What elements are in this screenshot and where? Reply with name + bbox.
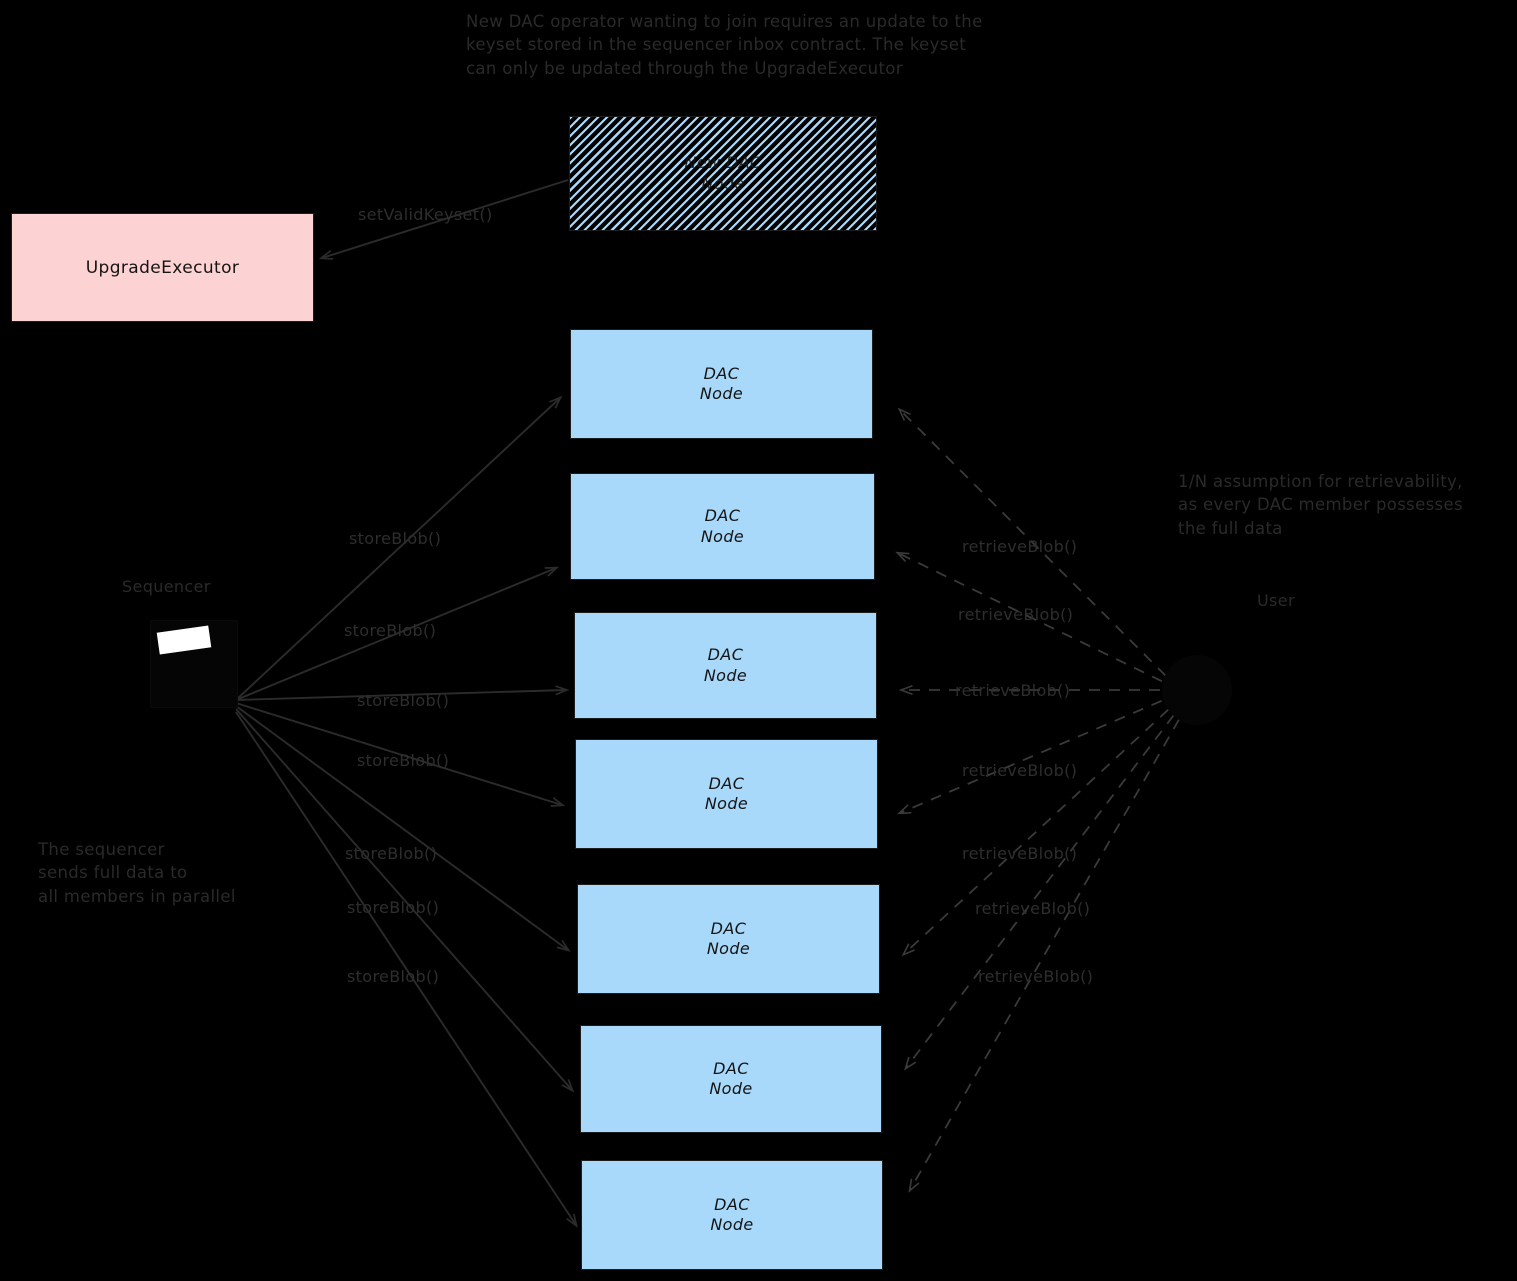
edge-label-store-blob-4: storeBlob()	[357, 751, 450, 770]
edge-label-retrieve-blob-5: retrieveBlob()	[962, 844, 1078, 863]
dac-node-6-line1: DAC	[713, 1058, 749, 1078]
dac-node-4-line1: DAC	[708, 773, 745, 793]
dac-node-7[interactable]: DAC Node	[581, 1160, 883, 1270]
sequencer-label: Sequencer	[122, 577, 211, 596]
dac-node-1-line2: Node	[699, 384, 744, 403]
new-dac-node-line2: Node	[701, 173, 745, 193]
edge-label-store-blob-7: storeBlob()	[347, 967, 440, 986]
dac-node-6-line2: Node	[709, 1079, 753, 1098]
upgrade-executor-box[interactable]: UpgradeExecutor	[11, 213, 314, 322]
new-dac-node-box[interactable]: New DAC Node	[569, 116, 877, 231]
dac-node-4-line2: Node	[704, 794, 749, 813]
dac-node-5-line1: DAC	[710, 918, 747, 938]
edge-label-retrieve-blob-3: retrieveBlob()	[955, 681, 1071, 700]
note-top: New DAC operator wanting to join require…	[466, 12, 983, 78]
user-icon[interactable]	[1162, 655, 1232, 725]
edge-label-store-blob-2: storeBlob()	[344, 621, 437, 640]
dac-node-7-line1: DAC	[714, 1194, 750, 1214]
edge-label-store-blob-3: storeBlob()	[357, 691, 450, 710]
dac-node-6[interactable]: DAC Node	[580, 1025, 882, 1133]
edge-label-store-blob-6: storeBlob()	[347, 898, 440, 917]
new-dac-node-line1: New DAC	[684, 153, 762, 173]
dac-node-3-line2: Node	[703, 665, 748, 685]
edge-label-retrieve-blob-4: retrieveBlob()	[962, 761, 1078, 780]
edge-label-retrieve-blob-7: retrieveBlob()	[978, 967, 1094, 986]
edge-label-retrieve-blob-1: retrieveBlob()	[962, 537, 1078, 556]
edge-group-store-blob	[235, 398, 576, 1225]
dac-node-5-line2: Node	[706, 939, 751, 958]
dac-node-4[interactable]: DAC Node	[575, 739, 878, 849]
user-label: User	[1257, 591, 1295, 610]
edge-label-set-valid-keyset: setValidKeyset()	[358, 205, 493, 224]
edge-label-store-blob-1: storeBlob()	[349, 529, 442, 548]
edge-label-store-blob-5: storeBlob()	[345, 844, 438, 863]
dac-node-1[interactable]: DAC Node	[570, 329, 873, 439]
dac-node-7-line2: Node	[710, 1215, 754, 1234]
dac-node-1-line1: DAC	[703, 363, 740, 383]
note-right: 1/N assumption for retrievability, as ev…	[1178, 472, 1463, 538]
edge-group-retrieve-blob	[898, 410, 1190, 1190]
dac-node-3-line1: DAC	[707, 645, 744, 665]
dac-node-2-line1: DAC	[704, 506, 741, 526]
edge-label-retrieve-blob-2: retrieveBlob()	[958, 605, 1074, 624]
dac-node-2[interactable]: DAC Node	[570, 473, 875, 580]
note-left-bottom: The sequencer sends full data to all mem…	[38, 840, 236, 906]
dac-node-3[interactable]: DAC Node	[574, 612, 877, 719]
edge-label-retrieve-blob-6: retrieveBlob()	[975, 899, 1091, 918]
upgrade-executor-label: UpgradeExecutor	[85, 257, 240, 278]
dac-node-5[interactable]: DAC Node	[577, 884, 880, 994]
dac-node-2-line2: Node	[700, 526, 745, 546]
